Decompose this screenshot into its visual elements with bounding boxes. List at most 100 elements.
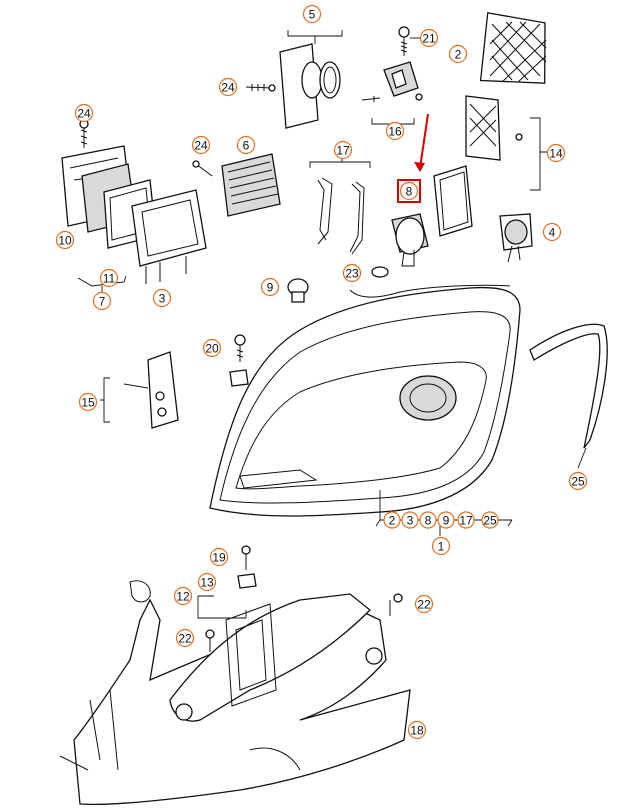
callout-ring [78,392,98,412]
callout-label: 10 [58,234,72,248]
callout-label: 21 [422,32,436,46]
callout-c12: 12 [173,586,193,606]
callout-c14: 14 [546,143,566,163]
callout-c7: 7 [92,291,112,311]
callout-c11: 11 [99,268,119,288]
assembly-group-item: 25 [481,511,499,529]
callout-ring [74,103,94,123]
callout-c3: 3 [152,288,172,308]
part-23-grommet [371,266,389,278]
callout-label: 9 [267,281,274,295]
callout-c24b: 24 [74,103,94,123]
callout-ring [431,536,451,556]
callout-ring [197,572,217,592]
callout-label: 23 [345,267,359,281]
callout-ring [209,547,229,567]
callout-label: 15 [81,396,95,410]
part-16-actuator [361,61,423,125]
callout-ring [383,511,401,529]
callout-label: 3 [159,292,166,306]
callout-ring [414,594,434,614]
callout-ring [457,511,475,529]
callout-c16: 16 [385,121,405,141]
callout-ring [437,511,455,529]
callout-c17: 17 [333,140,353,160]
callout-label: 12 [176,590,190,604]
assembly-group-item: 3 [401,511,419,529]
callout-c4: 4 [542,222,562,242]
callout-c25: 25 [568,471,588,491]
callout-c24c: 24 [191,135,211,155]
callout-ring [202,338,222,358]
callout-ring [419,511,437,529]
callout-ring [399,181,419,201]
callout-label: 20 [205,342,219,356]
callout-c20: 20 [202,338,222,358]
part-3-frame [131,189,207,284]
callout-label: 19 [212,551,226,565]
callout-label: 16 [388,125,402,139]
assembly-group-item: 2 [383,511,401,529]
callout-c22b: 22 [414,594,434,614]
callout-c19: 19 [209,547,229,567]
callout-c22a: 22 [175,628,195,648]
highlight-box [397,179,421,203]
callout-label: 8 [425,514,432,528]
callout-c10: 10 [55,230,75,250]
callout-label: 2 [455,48,462,62]
callout-label: 24 [77,107,91,121]
part-4-cap [499,213,533,263]
assembly-group-item: 8 [419,511,437,529]
callout-label: 3 [407,514,414,528]
callout-c5: 5 [302,4,322,24]
callout-label: 9 [443,514,450,528]
callout-label: 25 [571,475,585,489]
callout-label: 2 [389,514,396,528]
callout-c2top: 2 [448,44,468,64]
callout-label: 8 [406,185,413,199]
part-10-module [61,145,157,296]
callout-label: 17 [459,514,473,528]
callout-label: 25 [483,514,497,528]
callout-c6: 6 [236,135,256,155]
callout-c24a: 24 [218,77,238,97]
callout-label: 18 [410,724,424,738]
part-8-bulb [391,113,429,267]
callout-ring [175,628,195,648]
callout-ring [401,511,419,529]
callout-c1: 1 [431,536,451,556]
callout-ring [385,121,405,141]
part-17-clips [309,156,371,255]
callout-label: 22 [178,632,192,646]
callout-label: 6 [243,139,250,153]
callout-label: 24 [194,139,208,153]
callout-ring [546,143,566,163]
callout-ring [152,288,172,308]
callout-c23: 23 [342,263,362,283]
callout-ring [260,277,280,297]
callout-ring [333,140,353,160]
callout-ring [302,4,322,24]
part-21-screw [398,26,422,56]
callout-ring [236,135,256,155]
callout-ring [448,44,468,64]
callout-label: 5 [309,8,316,22]
callout-c9: 9 [260,277,280,297]
callout-ring [173,586,193,606]
part-5-cover [279,30,343,129]
part-15-bracket [100,351,179,429]
callout-label: 13 [200,576,214,590]
callout-label: 4 [549,226,556,240]
callout-c8: 8 [397,179,421,203]
callout-label: 1 [438,540,445,554]
part-20-screw [229,334,249,387]
part-2-grille-cover [479,12,547,84]
callout-label: 17 [336,144,350,158]
callout-label: 11 [103,272,116,286]
callout-ring [568,471,588,491]
callout-label: 24 [221,81,235,95]
callout-ring [99,268,119,288]
callout-ring [342,263,362,283]
